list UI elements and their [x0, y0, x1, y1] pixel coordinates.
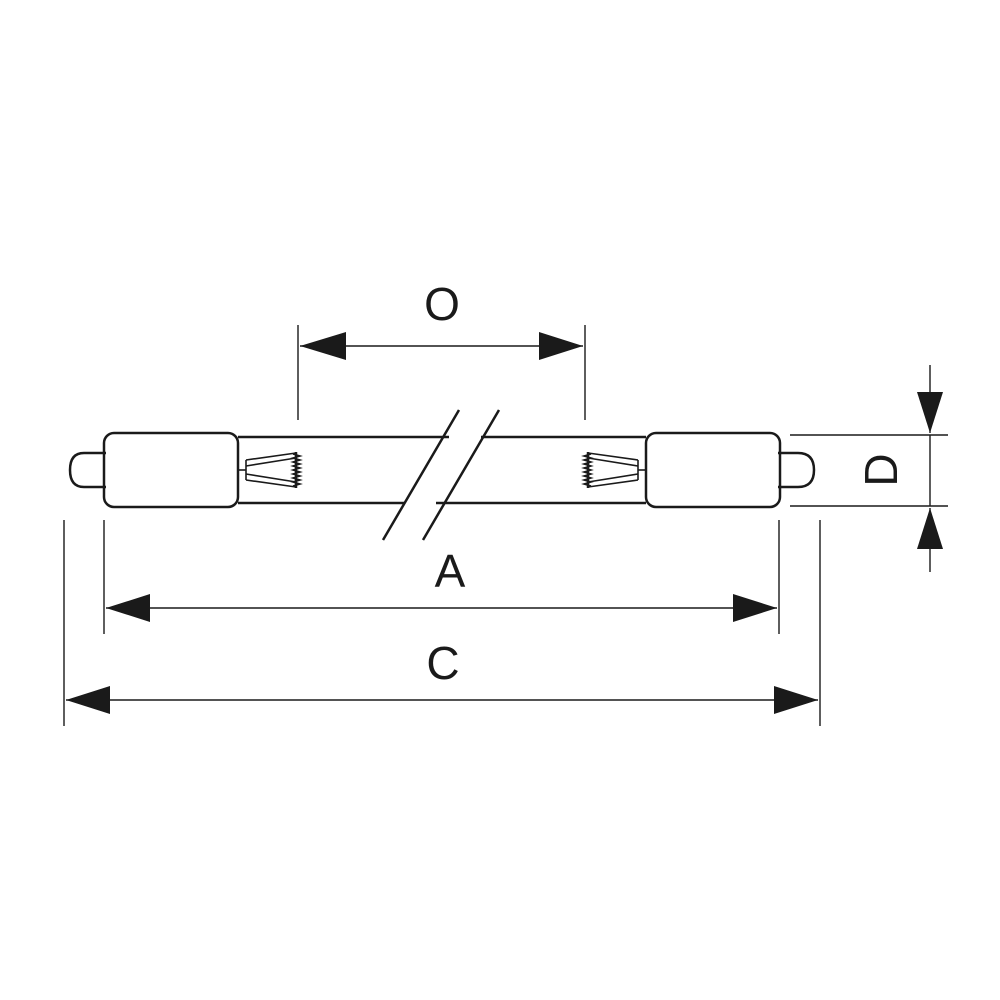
right-filament: [581, 452, 646, 488]
dimension-c-arrow-right: [774, 686, 818, 714]
right-end-cap: [644, 431, 782, 509]
dimension-d-arrow-bottom: [917, 508, 943, 549]
dimension-c-label: C: [426, 637, 459, 689]
right-contact-pin: [778, 451, 816, 489]
dimension-o-arrow-left: [300, 332, 346, 360]
left-contact-pin: [68, 451, 106, 489]
dimension-a-arrow-left: [106, 594, 150, 622]
break-mark-right: [421, 409, 501, 541]
dimension-d: D: [790, 365, 948, 572]
dimension-a-arrow-right: [733, 594, 777, 622]
dimension-a-label: A: [435, 545, 466, 597]
dimension-c: C: [63, 520, 821, 726]
dimension-d-label: D: [855, 453, 907, 486]
dimension-c-arrow-left: [66, 686, 110, 714]
glass-tube-right: [436, 435, 646, 505]
dimension-d-arrow-top: [917, 392, 943, 433]
dimension-o-label: O: [424, 278, 460, 330]
left-end-cap: [102, 431, 240, 509]
linear-halogen-lamp: [68, 409, 816, 541]
dimension-o: O: [297, 278, 586, 420]
break-mark-left: [381, 409, 461, 541]
dimension-a: A: [103, 520, 780, 634]
dimension-o-arrow-right: [539, 332, 583, 360]
left-filament: [238, 452, 303, 488]
glass-tube-left: [238, 435, 449, 505]
